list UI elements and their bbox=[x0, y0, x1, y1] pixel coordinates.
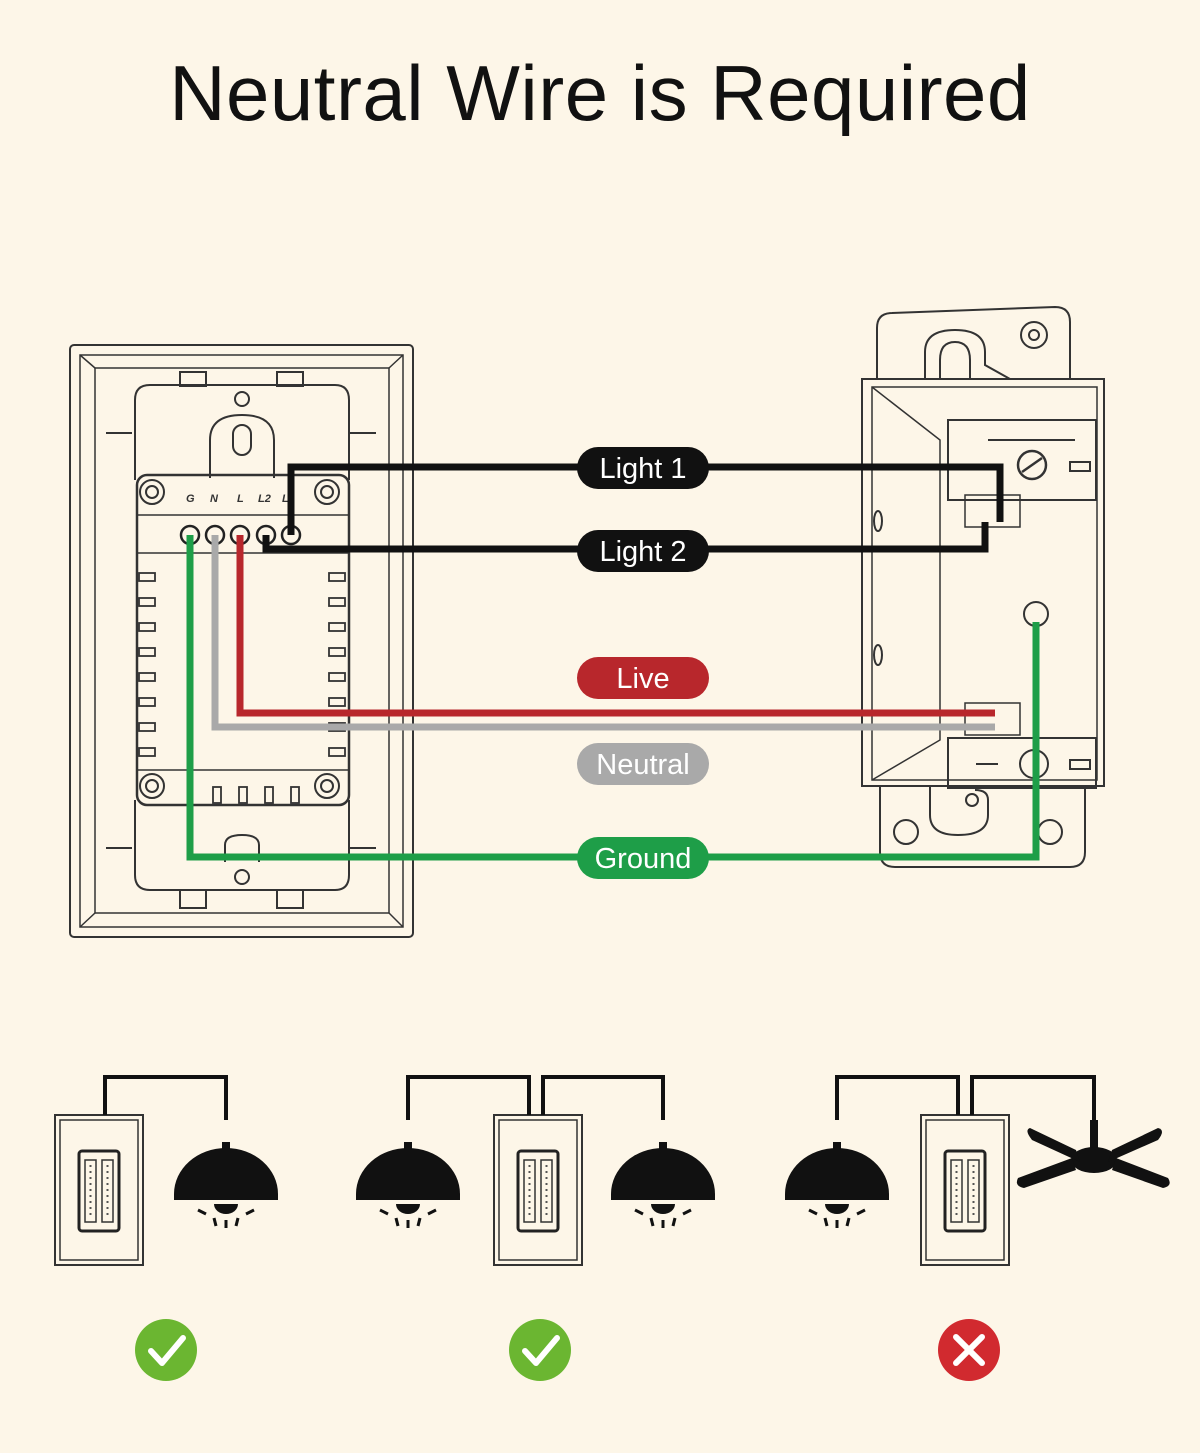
terminal-n-label: N bbox=[210, 493, 219, 505]
scenario-switch-with-two-lights bbox=[354, 1075, 717, 1381]
wire-label-ground-text: Ground bbox=[595, 843, 692, 875]
pendant-light-icon bbox=[783, 1140, 891, 1230]
smart-switch: G N L L2 L1 bbox=[69, 344, 414, 938]
check-icon bbox=[509, 1319, 571, 1381]
terminal-l-label: L bbox=[237, 493, 244, 505]
wire-live bbox=[236, 535, 995, 717]
wire-label-light-1: Light 1 bbox=[577, 447, 709, 489]
cross-icon bbox=[938, 1319, 1000, 1381]
wire-label-ground: Ground bbox=[577, 837, 709, 879]
pendant-light-icon bbox=[172, 1140, 280, 1230]
mini-switch-icon bbox=[492, 1113, 584, 1267]
page-title: Neutral Wire is Required bbox=[169, 49, 1031, 137]
wire-label-light-2: Light 2 bbox=[577, 530, 709, 572]
ceiling-fan-icon bbox=[1016, 1120, 1170, 1188]
terminal-g-label: G bbox=[186, 493, 195, 505]
wire-label-live-text: Live bbox=[616, 663, 669, 695]
wire-neutral bbox=[211, 535, 995, 731]
check-icon bbox=[135, 1319, 197, 1381]
wire-label-light-1-text: Light 1 bbox=[599, 453, 686, 485]
wire-label-neutral: Neutral bbox=[577, 743, 709, 785]
standard-switch bbox=[861, 305, 1105, 868]
wire-label-live: Live bbox=[577, 657, 709, 699]
pendant-light-icon bbox=[609, 1140, 717, 1230]
wire-label-light-2-text: Light 2 bbox=[599, 536, 686, 568]
wire-label-neutral-text: Neutral bbox=[596, 749, 690, 781]
mini-switch-icon bbox=[53, 1113, 145, 1267]
terminal-l2-label: L2 bbox=[258, 493, 271, 505]
scenario-switch-with-light-and-fan bbox=[783, 1075, 1170, 1381]
pendant-light-icon bbox=[354, 1140, 462, 1230]
scenario-switch-with-one-light bbox=[53, 1075, 280, 1381]
mini-switch-icon bbox=[919, 1113, 1011, 1267]
